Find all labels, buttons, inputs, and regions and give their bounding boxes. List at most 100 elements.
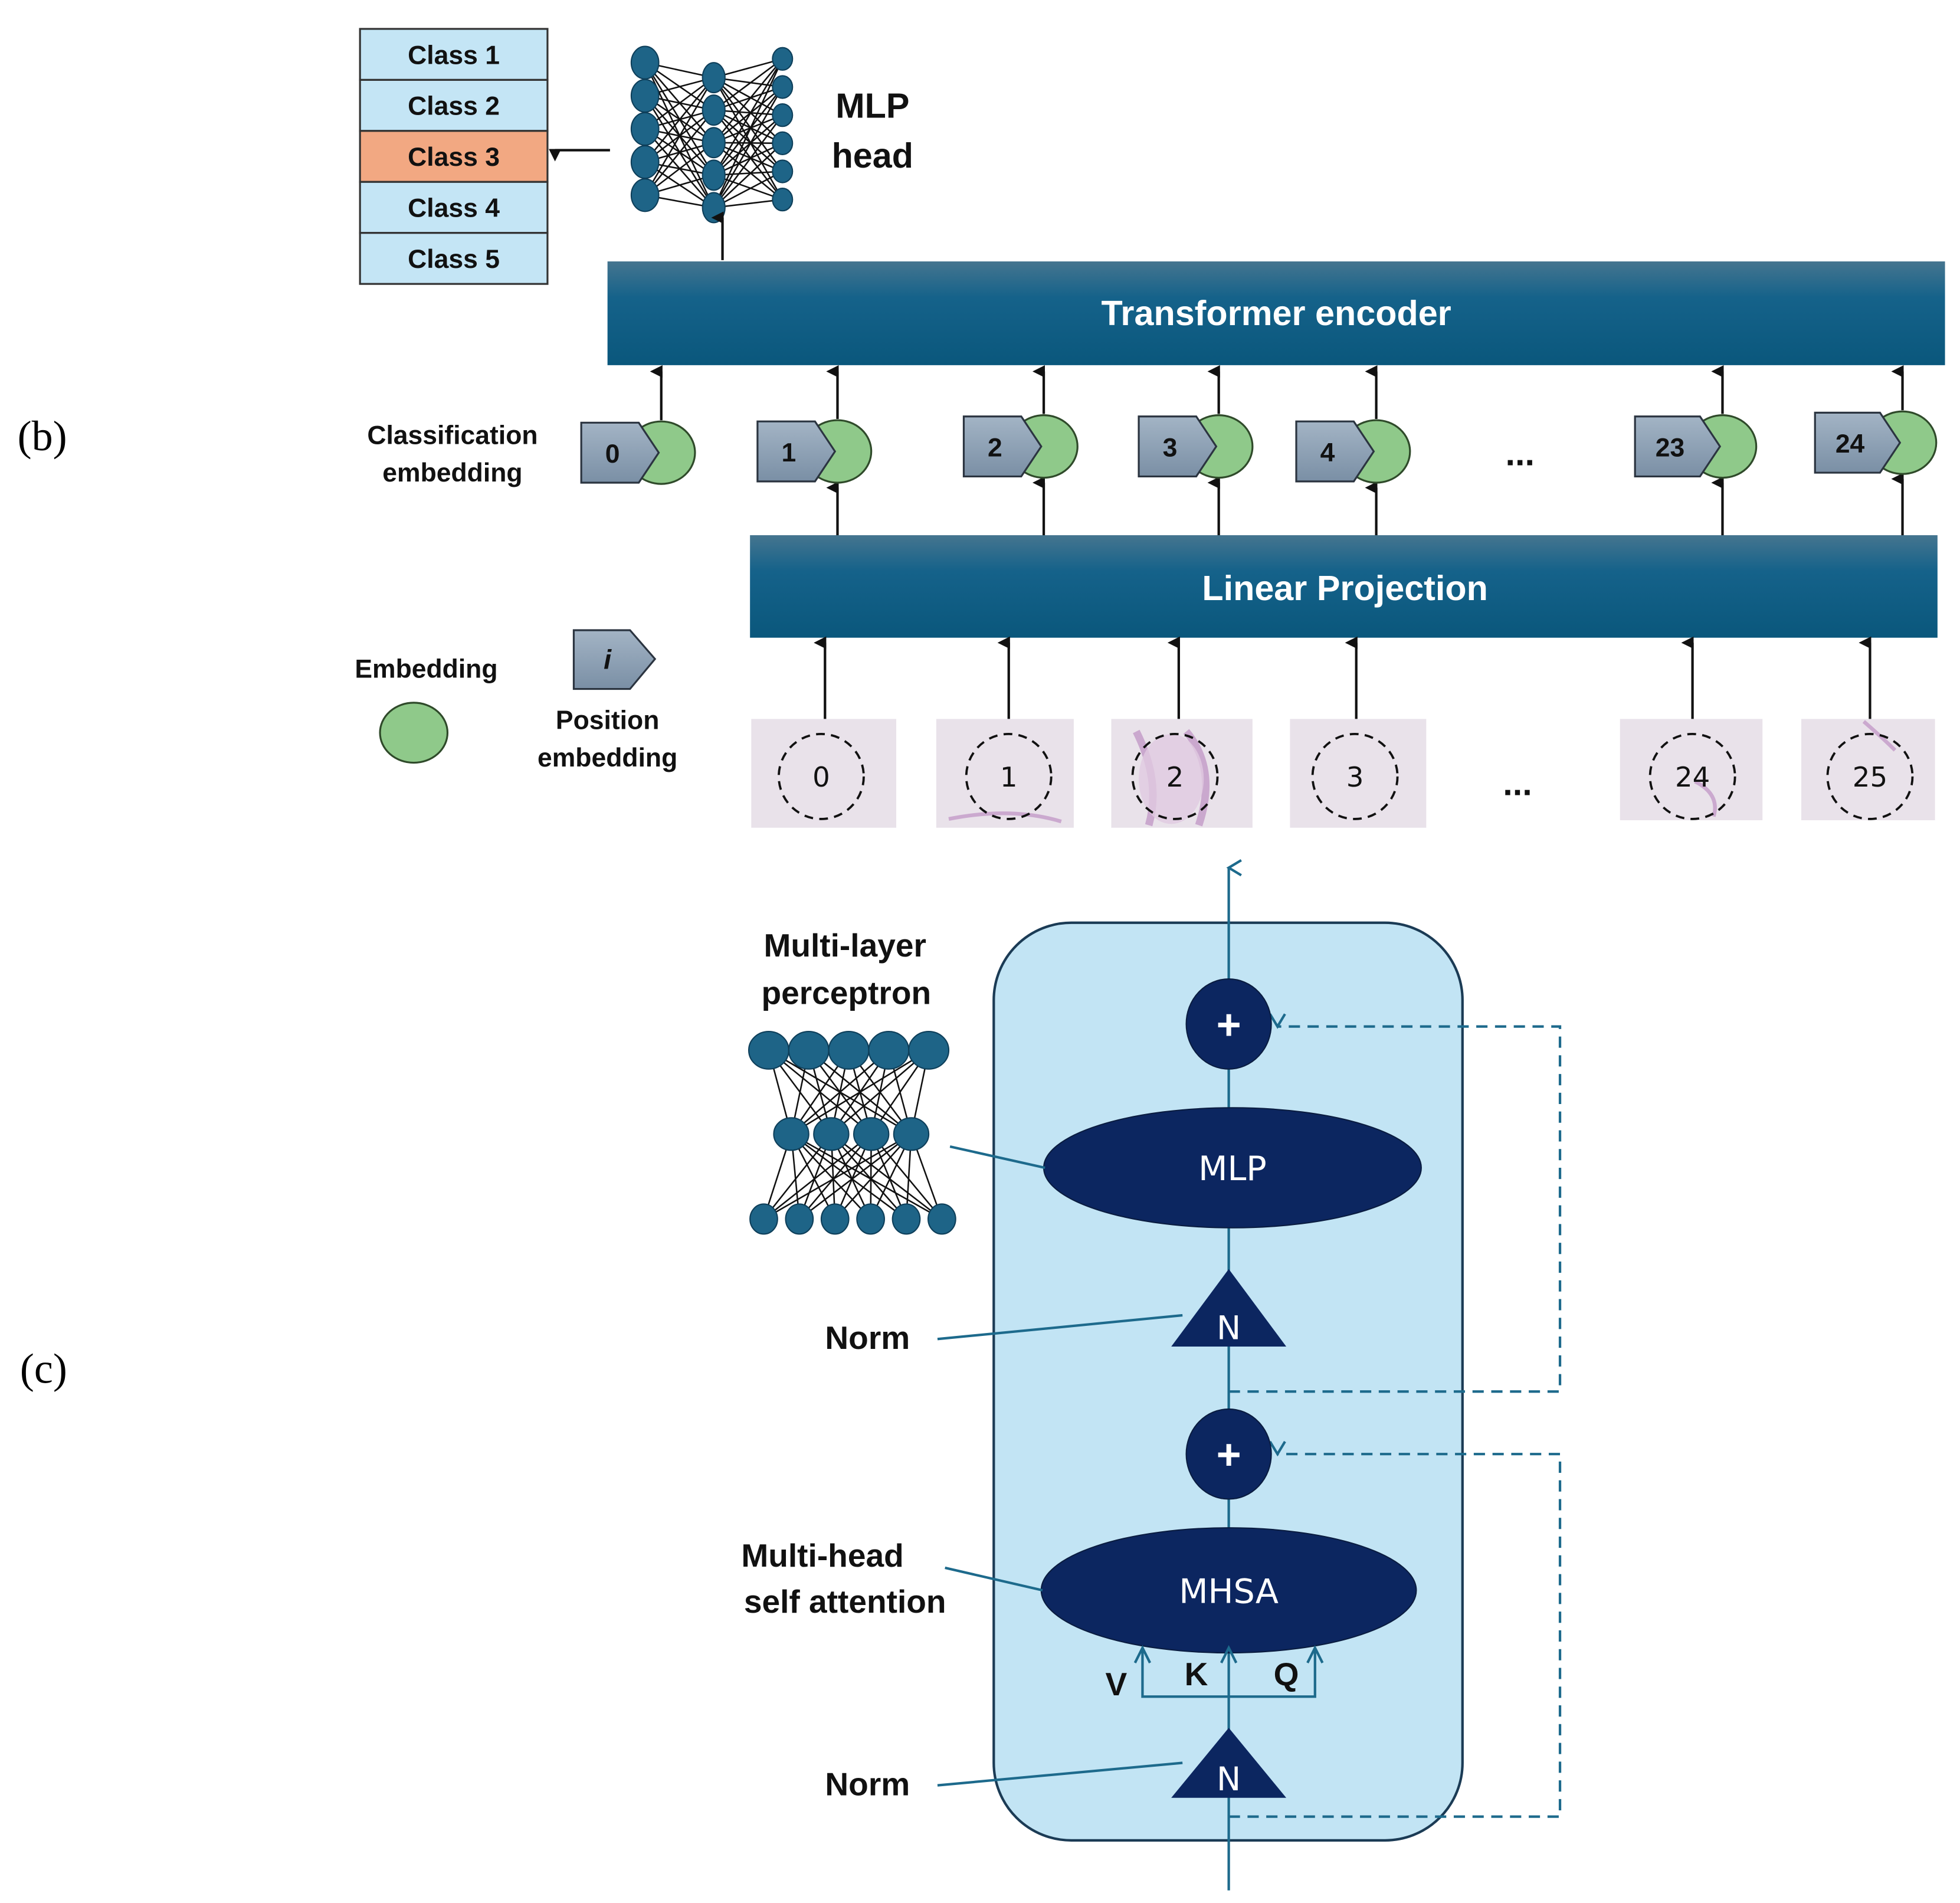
v-arrow-head	[1133, 1645, 1152, 1663]
network-edge	[644, 109, 714, 196]
classification-embedding-label-line1: Classification	[367, 421, 537, 450]
network-edge	[713, 86, 784, 176]
network-edge	[713, 114, 784, 208]
mhsa-caption-line2: self attention	[744, 1583, 946, 1620]
network-node	[772, 75, 794, 99]
class-label: Class 2	[408, 92, 500, 121]
network-node	[868, 1031, 910, 1070]
patch-index-label: 0	[812, 761, 830, 793]
patch-image	[1111, 719, 1253, 828]
network-edge	[713, 77, 784, 172]
token-index-label: 23	[1656, 434, 1684, 463]
network-node	[702, 159, 726, 191]
patch-image	[1620, 719, 1763, 821]
network-node	[820, 1203, 850, 1235]
plus-icon: +	[1217, 1432, 1241, 1479]
patch-dashed-circle	[1311, 732, 1399, 820]
tissue-texture	[1694, 779, 1717, 817]
mhsa-node: MHSA	[1040, 1527, 1417, 1654]
network-edge	[831, 1133, 943, 1220]
tissue-texture	[948, 811, 1062, 824]
network-edge	[763, 1134, 832, 1220]
encoder-block: + + MLP N MHSA V K Q N	[741, 859, 1562, 1891]
network-node	[853, 1117, 890, 1151]
network-edge	[713, 86, 784, 143]
network-edge	[713, 142, 783, 172]
patch-index-label: 25	[1853, 761, 1887, 793]
network-edge	[713, 58, 784, 143]
network-edge	[713, 77, 784, 144]
norm-symbol: N	[1217, 1309, 1241, 1347]
mlp-caption-leader	[949, 1145, 1045, 1170]
network-node	[748, 1031, 789, 1070]
tissue-texture	[1133, 729, 1210, 827]
mlp-head-label-line1: MLP	[835, 86, 909, 125]
position-embedding-icon	[1814, 411, 1902, 474]
network-node	[772, 159, 794, 184]
token-ellipsis: ...	[1506, 433, 1535, 473]
class-row: Class 3	[359, 130, 549, 183]
position-embedding-icon	[756, 420, 837, 483]
network-node	[772, 103, 794, 127]
image-patch-0: 0	[751, 636, 897, 828]
panel-label-b: (b)	[18, 412, 67, 460]
network-edge	[713, 86, 784, 208]
linear-projection-bar: Linear Projection	[750, 535, 1938, 638]
network-edge	[830, 1133, 907, 1220]
patch-image	[751, 719, 897, 828]
mhsa-caption-line1: Multi-head	[741, 1537, 903, 1574]
position-embedding-icon	[1295, 420, 1375, 483]
token-0: 0	[580, 365, 696, 485]
token-index-label: 3	[1163, 434, 1178, 463]
network-node	[772, 47, 794, 71]
token-1: 1	[756, 365, 873, 535]
class-row: Class 2	[359, 78, 549, 132]
class-row: Class 1	[359, 28, 549, 81]
class-label: Class 4	[408, 194, 500, 223]
add-node-bottom: +	[1185, 1408, 1272, 1500]
token-index-label: 4	[1320, 438, 1335, 467]
mlp-node-label: MLP	[1198, 1149, 1267, 1188]
network-node	[702, 94, 726, 126]
legend-position-symbol: i	[604, 644, 612, 675]
token-3: 3	[1138, 365, 1254, 535]
class-label: Class 3	[408, 143, 500, 172]
network-node	[630, 78, 660, 113]
mlp-head-label-line2: head	[832, 136, 913, 175]
token-2: 2	[962, 365, 1079, 535]
position-embedding-icon	[580, 421, 660, 484]
network-edge	[713, 58, 784, 176]
network-node	[891, 1203, 921, 1235]
panel-label-c: (c)	[20, 1345, 67, 1392]
plus-icon: +	[1217, 1001, 1241, 1049]
network-node	[630, 45, 660, 80]
network-edge	[713, 142, 784, 201]
class-row: Class 4	[359, 181, 549, 234]
norm-caption-leader-top	[937, 1314, 1183, 1341]
network-node	[893, 1117, 930, 1151]
norm-node-top: N	[1171, 1269, 1287, 1347]
network-node	[908, 1031, 950, 1070]
network-edge	[713, 77, 783, 116]
network-node	[702, 127, 726, 159]
image-patch-2: 2	[1111, 636, 1253, 828]
network-edge	[834, 1133, 912, 1220]
network-edge	[713, 109, 783, 144]
network-node	[630, 112, 660, 146]
skip-connection-top	[1228, 1013, 1562, 1393]
token-index-label: 2	[988, 434, 1002, 463]
mlp-head-network-icon	[630, 45, 794, 224]
network-edge	[870, 1134, 943, 1220]
tissue-texture	[1862, 720, 1897, 752]
skip-connection-bottom	[1228, 1440, 1562, 1818]
network-edge	[713, 109, 784, 172]
norm-caption-leader-bottom	[937, 1761, 1183, 1787]
network-edge	[791, 1133, 943, 1220]
token-4: 4	[1295, 365, 1411, 535]
q-label: Q	[1274, 1656, 1299, 1692]
patch-ellipsis: ...	[1503, 764, 1532, 803]
mlp-caption-line2: perceptron	[761, 974, 931, 1011]
network-edge	[713, 114, 784, 176]
